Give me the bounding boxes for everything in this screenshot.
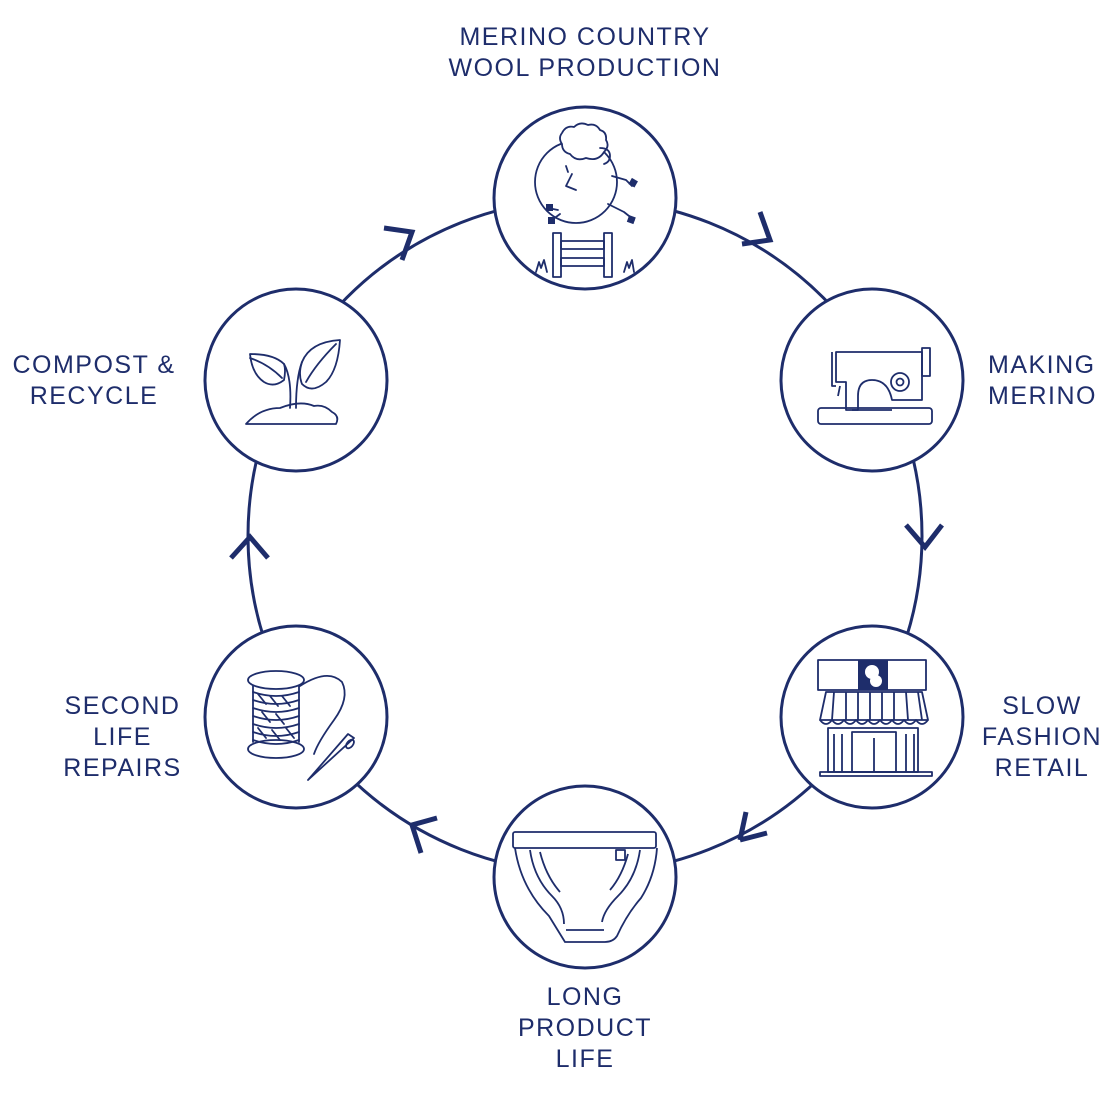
label-line: RETAIL — [994, 754, 1090, 782]
stage-label-life: LONG PRODUCT LIFE — [495, 982, 675, 1075]
stage-circle-retail — [779, 624, 965, 810]
underwear-brief-icon — [512, 831, 658, 943]
label-line: REPAIRS — [63, 754, 182, 782]
label-line: FASHION — [981, 723, 1103, 751]
stage-label-retail: SLOW FASHION RETAIL — [978, 691, 1106, 784]
label-line: RECYCLE — [29, 382, 159, 410]
flow-arrow-2 — [741, 211, 774, 247]
label-line: MAKING — [988, 351, 1096, 379]
stage-circle-compost — [203, 287, 389, 473]
sewing-machine-icon — [817, 347, 933, 425]
stage-label-repairs: SECOND LIFE REPAIRS — [50, 691, 195, 784]
label-line: SECOND — [64, 692, 181, 720]
label-line: MERINO COUNTRY — [459, 23, 711, 51]
label-line: SLOW — [1002, 692, 1082, 720]
sheep-jumping-fence-icon — [534, 122, 635, 278]
sprouting-plant-icon — [245, 339, 341, 425]
flow-arrow-6 — [229, 533, 270, 560]
flow-arrow-5 — [408, 815, 438, 854]
label-line: LONG — [546, 983, 624, 1011]
stage-label-compost: COMPOST & RECYCLE — [5, 350, 183, 412]
label-line: WOOL PRODUCTION — [448, 54, 722, 82]
storefront-icon — [817, 659, 933, 777]
stage-label-wool: MERINO COUNTRY WOOL PRODUCTION — [435, 22, 735, 84]
flow-arrow-4b — [739, 830, 768, 843]
thread-spool-needle-icon — [247, 670, 355, 781]
flow-arrow-4 — [737, 811, 749, 841]
stage-label-making: MAKING MERINO — [988, 350, 1108, 412]
flow-arrow-1 — [383, 225, 416, 261]
label-line: PRODUCT — [517, 1014, 653, 1042]
stage-circle-life — [492, 784, 678, 970]
label-line: LIFE — [93, 723, 152, 751]
label-line: COMPOST & — [12, 351, 176, 379]
flow-arrow-3 — [904, 523, 944, 551]
label-line: LIFE — [555, 1045, 615, 1073]
label-line: MERINO — [988, 382, 1097, 410]
